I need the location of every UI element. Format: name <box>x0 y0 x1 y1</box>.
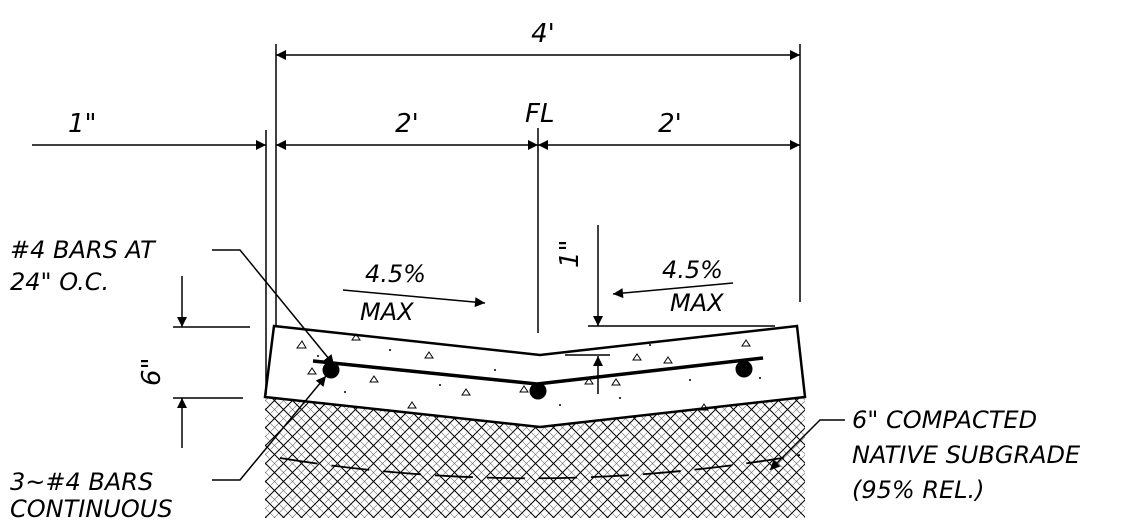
slope-left: 4.5% MAX <box>342 260 486 326</box>
dim-overall: 4' <box>276 19 800 60</box>
dim-depth: 6" <box>137 276 187 448</box>
callout-subgrade-line1: 6" COMPACTED <box>852 406 1037 434</box>
aggregate-marks <box>296 333 751 411</box>
slope-left-value: 4.5% <box>365 260 426 288</box>
rebar <box>312 356 764 400</box>
rebar-continuous-1 <box>322 361 340 379</box>
slope-right: 4.5% MAX <box>612 256 734 317</box>
dim-crown-drop: 1" <box>555 225 603 394</box>
callout-top-bars-line1: #4 BARS AT <box>10 236 157 264</box>
dim-left-half-label: 2' <box>395 109 419 139</box>
dim-depth-label: 6" <box>137 357 167 386</box>
flowline-label: FL <box>525 99 554 129</box>
concrete-dots <box>317 344 761 406</box>
slope-right-value: 4.5% <box>662 256 723 284</box>
dim-right-half-label: 2' <box>658 109 682 139</box>
callout-subgrade: 6" COMPACTED NATIVE SUBGRADE (95% REL.) <box>769 406 1081 504</box>
rebar-continuous-2 <box>529 382 547 400</box>
dim-left-offset-label: 1" <box>68 109 97 139</box>
dim-crown-drop-label: 1" <box>555 239 585 268</box>
concrete-slab <box>263 324 807 429</box>
callout-cont-bars-line1: 3~#4 BARS <box>10 468 153 496</box>
callout-top-bars-line2: 24" O.C. <box>10 268 109 296</box>
callout-cont-bars-line2: CONTINUOUS <box>10 495 173 518</box>
dim-halves: 2' 2' FL <box>276 99 800 150</box>
callout-subgrade-line2: NATIVE SUBGRADE <box>852 441 1081 469</box>
callout-subgrade-line3: (95% REL.) <box>852 476 985 504</box>
slope-left-limit: MAX <box>360 298 414 326</box>
dim-left-offset: 1" <box>32 109 266 150</box>
dim-overall-label: 4' <box>531 19 555 49</box>
extension-lines <box>173 44 801 399</box>
rebar-continuous-3 <box>735 360 753 378</box>
callout-top-bars: #4 BARS AT 24" O.C. <box>10 236 335 366</box>
slope-right-limit: MAX <box>670 289 724 317</box>
